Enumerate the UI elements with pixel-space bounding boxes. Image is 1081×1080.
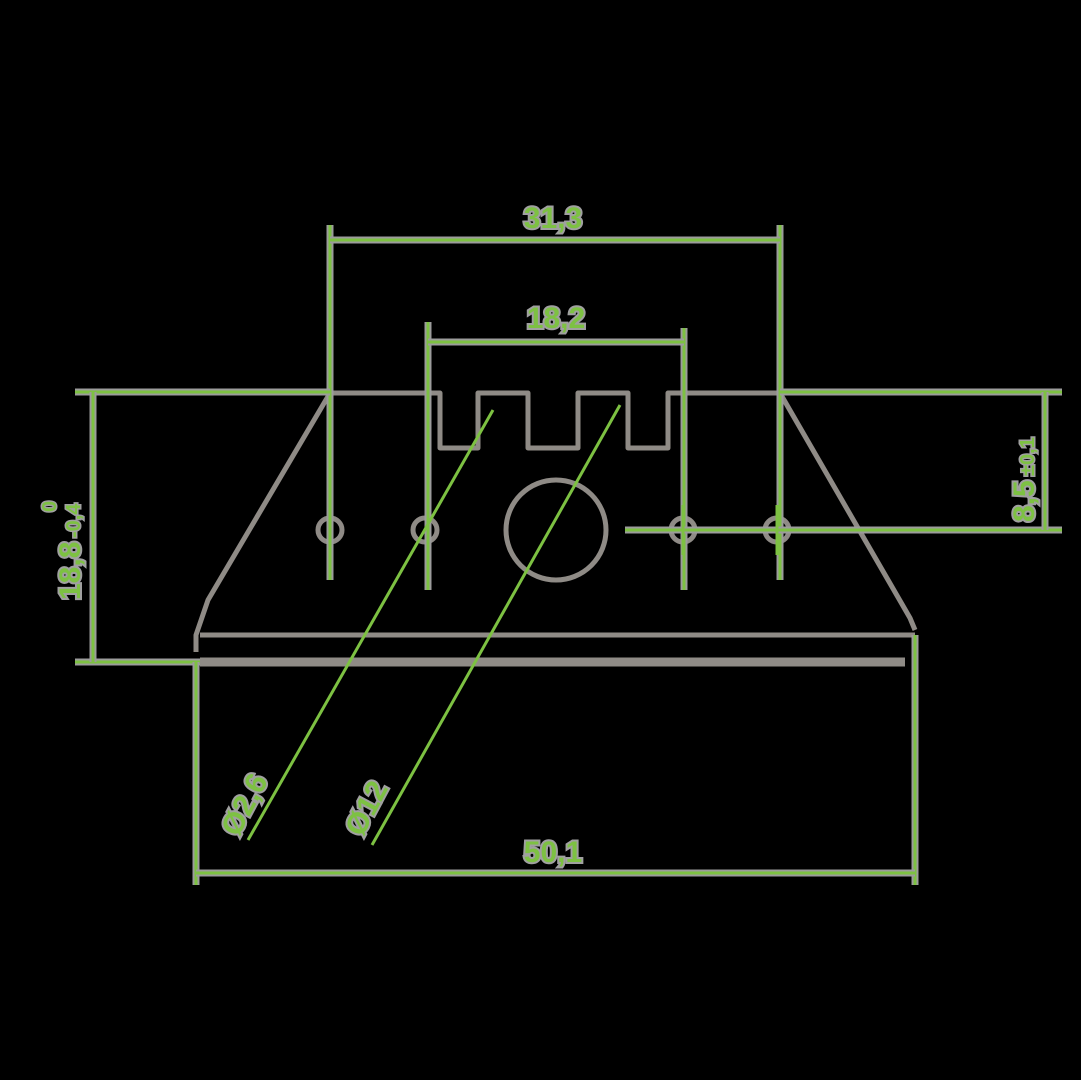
dim-label-large-hole-diameter: Ø12 [339, 776, 395, 842]
dim-label-hole-offset-tol: ±0,1 [1017, 437, 1039, 476]
dim-label-height-lower-tol: -0,4 [63, 503, 85, 538]
dim-label-slot-width: 18,2 [527, 302, 585, 335]
dimension-lines [75, 225, 1062, 885]
dim-label-height-upper-tol: 0 [39, 501, 61, 512]
dim-label-top-width: 31,3 [524, 202, 582, 235]
dim-label-height: 18,8 [54, 542, 87, 600]
dim-label-small-hole-diameter: Ø2,6 [215, 768, 275, 841]
dim-label-bottom-width: 50,1 [524, 836, 582, 869]
hole-large [503, 477, 609, 583]
dim-label-hole-offset: 8,5 [1008, 480, 1041, 522]
